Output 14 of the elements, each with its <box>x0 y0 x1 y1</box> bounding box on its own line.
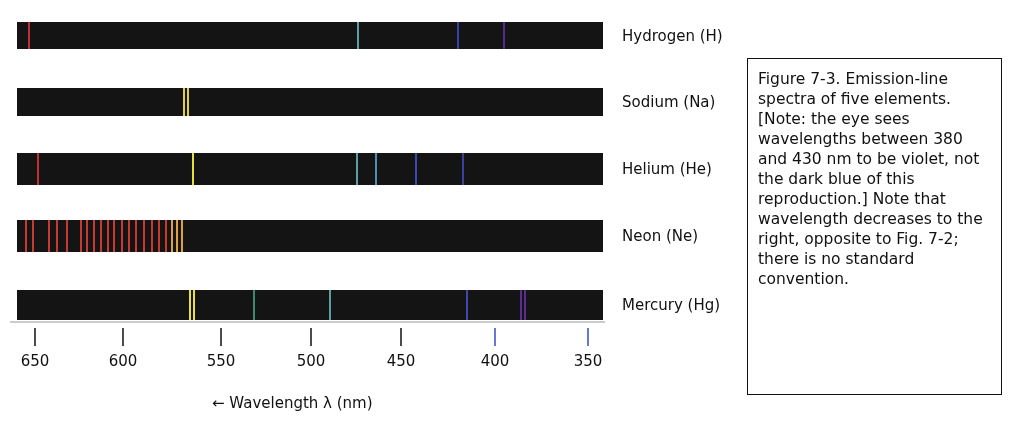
tick-label: 550 <box>206 352 236 370</box>
tick-label: 650 <box>20 352 50 370</box>
element-label: Mercury (Hg) <box>622 296 721 314</box>
element-label: Helium (He) <box>622 160 712 178</box>
element-label: Neon (Ne) <box>622 227 699 245</box>
tick-label: 400 <box>480 352 510 370</box>
axis-title: ← Wavelength λ (nm) <box>212 394 373 412</box>
tick-label: 500 <box>296 352 326 370</box>
element-label: Sodium (Na) <box>622 93 716 111</box>
tick-label: 350 <box>573 352 603 370</box>
tick-label: 450 <box>386 352 416 370</box>
caption: Figure 7-3. Emission-line spectra of five elements. [Note: the eye sees wavelengths between 380 and 430 nm to be violet, not the dark blue of this reproduction.] Note that wavelength decreases to the right, opposite to Fig. 7-2; there is no standard convention. <box>747 58 1002 395</box>
tick-label: 600 <box>108 352 138 370</box>
element-label: Hydrogen (H) <box>622 26 723 45</box>
